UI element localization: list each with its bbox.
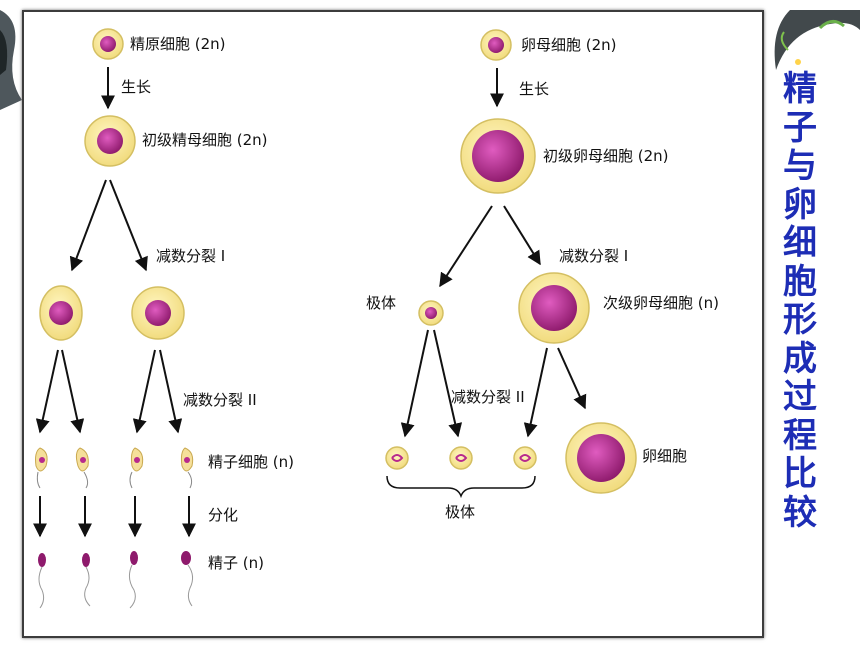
secondary-spermatocyte-cell-right	[131, 286, 185, 340]
polar-body-cell	[513, 446, 537, 470]
differentiation-label: 分化	[208, 506, 239, 524]
sperm-cell	[128, 551, 138, 609]
primary-oocyte-label: 初级卵母细胞 (2n)	[543, 147, 669, 165]
meiosis2-arrow	[132, 349, 156, 434]
meiosis2-arrow	[159, 349, 183, 434]
polar-body-cell	[385, 446, 409, 470]
ovum-cell	[565, 422, 637, 494]
growth-label-sperm: 生长	[121, 78, 152, 96]
primary-oocyte-cell	[460, 118, 536, 194]
oogonium-label: 卵母细胞 (2n)	[521, 36, 617, 54]
ovum-label: 卵细胞	[642, 447, 688, 465]
title-char: 程	[783, 415, 817, 456]
primary-spermatocyte-cell	[84, 115, 136, 167]
title-char: 细	[783, 223, 817, 263]
flower-decoration	[774, 10, 860, 71]
meiosis1-arrow-right	[109, 179, 148, 272]
polar-bodies-label: 极体	[445, 503, 476, 521]
first-polar-body-label: 极体	[366, 294, 397, 312]
spermatid-label: 精子细胞 (n)	[208, 453, 294, 471]
meiosis1-label-sperm: 减数分裂 I	[156, 247, 226, 265]
title-char: 过	[783, 377, 817, 417]
meiosis2-arrow-egg	[433, 329, 463, 438]
title-char: 卵	[783, 184, 817, 225]
first-polar-body-cell	[418, 300, 444, 326]
meiosis2-arrow-egg	[523, 347, 548, 438]
meiosis1-arrow-polar	[439, 205, 493, 288]
sperm-label: 精子 (n)	[208, 554, 264, 572]
secondary-oocyte-cell	[518, 272, 590, 344]
oogonium-cell	[480, 29, 512, 61]
spermatogonium-label: 精原细胞 (2n)	[130, 35, 226, 53]
spermatid-cell	[129, 447, 144, 489]
spermatid-cell	[180, 447, 194, 489]
ink-splash-decoration	[0, 10, 22, 110]
meiosis2-label-egg: 减数分裂 II	[451, 388, 525, 406]
meiosis1-arrow-left	[69, 179, 107, 272]
meiosis2-arrow	[61, 349, 85, 434]
secondary-oocyte-label: 次级卵母细胞 (n)	[603, 294, 719, 312]
sperm-cell	[82, 553, 91, 607]
primary-spermatocyte-label: 初级精母细胞 (2n)	[142, 131, 268, 149]
meiosis2-arrow-egg	[400, 329, 429, 438]
title-char: 与	[783, 146, 817, 186]
sperm-cell	[38, 553, 46, 609]
title-char: 精	[783, 69, 817, 109]
title-char: 较	[783, 492, 817, 533]
meiosis2-arrow	[35, 349, 59, 434]
growth-label-egg: 生长	[519, 80, 550, 98]
polar-body-cell	[449, 446, 473, 470]
sperm-cell	[181, 551, 194, 607]
secondary-spermatocyte-cell-left	[39, 285, 83, 341]
meiosis1-arrow-secondary	[503, 205, 541, 266]
polar-bodies-brace	[386, 475, 536, 499]
title-char: 子	[783, 107, 817, 148]
slide-title: 精 子 与 卵 细 胞 形 成 过 程 比 较	[780, 70, 820, 532]
meiosis2-label-sperm: 减数分裂 II	[183, 391, 257, 409]
title-char: 成	[783, 338, 817, 379]
title-char: 比	[783, 454, 817, 494]
title-char: 胞	[783, 261, 817, 302]
spermatid-cell	[35, 447, 48, 489]
meiosis1-label-egg: 减数分裂 I	[559, 247, 629, 265]
spermatogonium-cell	[92, 28, 124, 60]
meiosis2-arrow-egg	[557, 347, 587, 410]
title-char: 形	[783, 300, 817, 340]
spermatid-cell	[75, 447, 89, 489]
